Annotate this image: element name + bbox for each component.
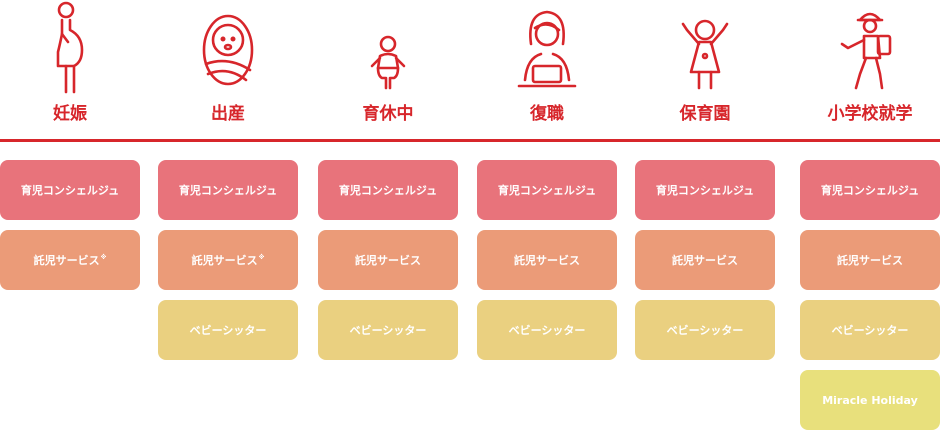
card-label: ベビーシッター bbox=[831, 324, 909, 337]
stage-label: 保育園 bbox=[679, 104, 731, 124]
stage-label: 出産 bbox=[211, 104, 245, 124]
miracle-holiday-card[interactable]: Miracle Holiday bbox=[800, 370, 940, 430]
woman-at-laptop-icon bbox=[497, 0, 597, 95]
concierge-card[interactable]: 育児コンシェルジュ bbox=[158, 160, 298, 220]
timeline-divider bbox=[0, 139, 940, 142]
card-label: Miracle Holiday bbox=[822, 393, 918, 407]
babysitter-card[interactable]: ベビーシッター bbox=[800, 300, 940, 360]
card-label: ベビーシッター bbox=[349, 324, 427, 337]
babysit-service-card[interactable]: 託児サービス※ bbox=[0, 230, 140, 290]
card-label: 託児サービス bbox=[191, 254, 258, 267]
card-label: 育児コンシェルジュ bbox=[497, 184, 597, 197]
card-label: 育児コンシェルジュ bbox=[178, 184, 278, 197]
babysitter-card[interactable]: ベビーシッター bbox=[635, 300, 775, 360]
concierge-card[interactable]: 育児コンシェルジュ bbox=[318, 160, 458, 220]
card-label: 託児サービス bbox=[33, 254, 100, 267]
babysitter-card[interactable]: ベビーシッター bbox=[318, 300, 458, 360]
babysitter-card[interactable]: ベビーシッター bbox=[477, 300, 617, 360]
card-label: 育児コンシェルジュ bbox=[20, 184, 120, 197]
note-mark: ※ bbox=[258, 253, 265, 261]
stage-label: 復職 bbox=[530, 104, 564, 124]
card-label: 育児コンシェルジュ bbox=[655, 184, 755, 197]
babysit-service-card[interactable]: 託児サービス bbox=[800, 230, 940, 290]
card-label: 託児サービス bbox=[514, 254, 580, 267]
stage-label: 妊娠 bbox=[53, 104, 87, 124]
pregnant-woman-icon bbox=[20, 0, 120, 95]
schoolchild-icon bbox=[820, 0, 920, 95]
note-mark: ※ bbox=[100, 253, 107, 261]
card-label: 託児サービス bbox=[672, 254, 738, 267]
card-label: 育児コンシェルジュ bbox=[820, 184, 920, 197]
newborn-baby-icon bbox=[178, 0, 278, 95]
babysit-service-card[interactable]: 託児サービス bbox=[318, 230, 458, 290]
concierge-card[interactable]: 育児コンシェルジュ bbox=[800, 160, 940, 220]
toddler-icon bbox=[338, 0, 438, 95]
card-label: ベビーシッター bbox=[666, 324, 744, 337]
card-label: 育児コンシェルジュ bbox=[338, 184, 438, 197]
stage-label: 小学校就学 bbox=[827, 104, 913, 124]
card-label: 託児サービス bbox=[355, 254, 421, 267]
babysit-service-card[interactable]: 託児サービス※ bbox=[158, 230, 298, 290]
babysit-service-card[interactable]: 託児サービス bbox=[477, 230, 617, 290]
babysit-service-card[interactable]: 託児サービス bbox=[635, 230, 775, 290]
concierge-card[interactable]: 育児コンシェルジュ bbox=[0, 160, 140, 220]
card-label: ベビーシッター bbox=[189, 324, 267, 337]
card-label: 託児サービス bbox=[837, 254, 903, 267]
concierge-card[interactable]: 育児コンシェルジュ bbox=[635, 160, 775, 220]
concierge-card[interactable]: 育児コンシェルジュ bbox=[477, 160, 617, 220]
babysitter-card[interactable]: ベビーシッター bbox=[158, 300, 298, 360]
card-label: ベビーシッター bbox=[508, 324, 586, 337]
child-arms-up-icon bbox=[655, 0, 755, 95]
stage-label: 育休中 bbox=[362, 104, 414, 124]
